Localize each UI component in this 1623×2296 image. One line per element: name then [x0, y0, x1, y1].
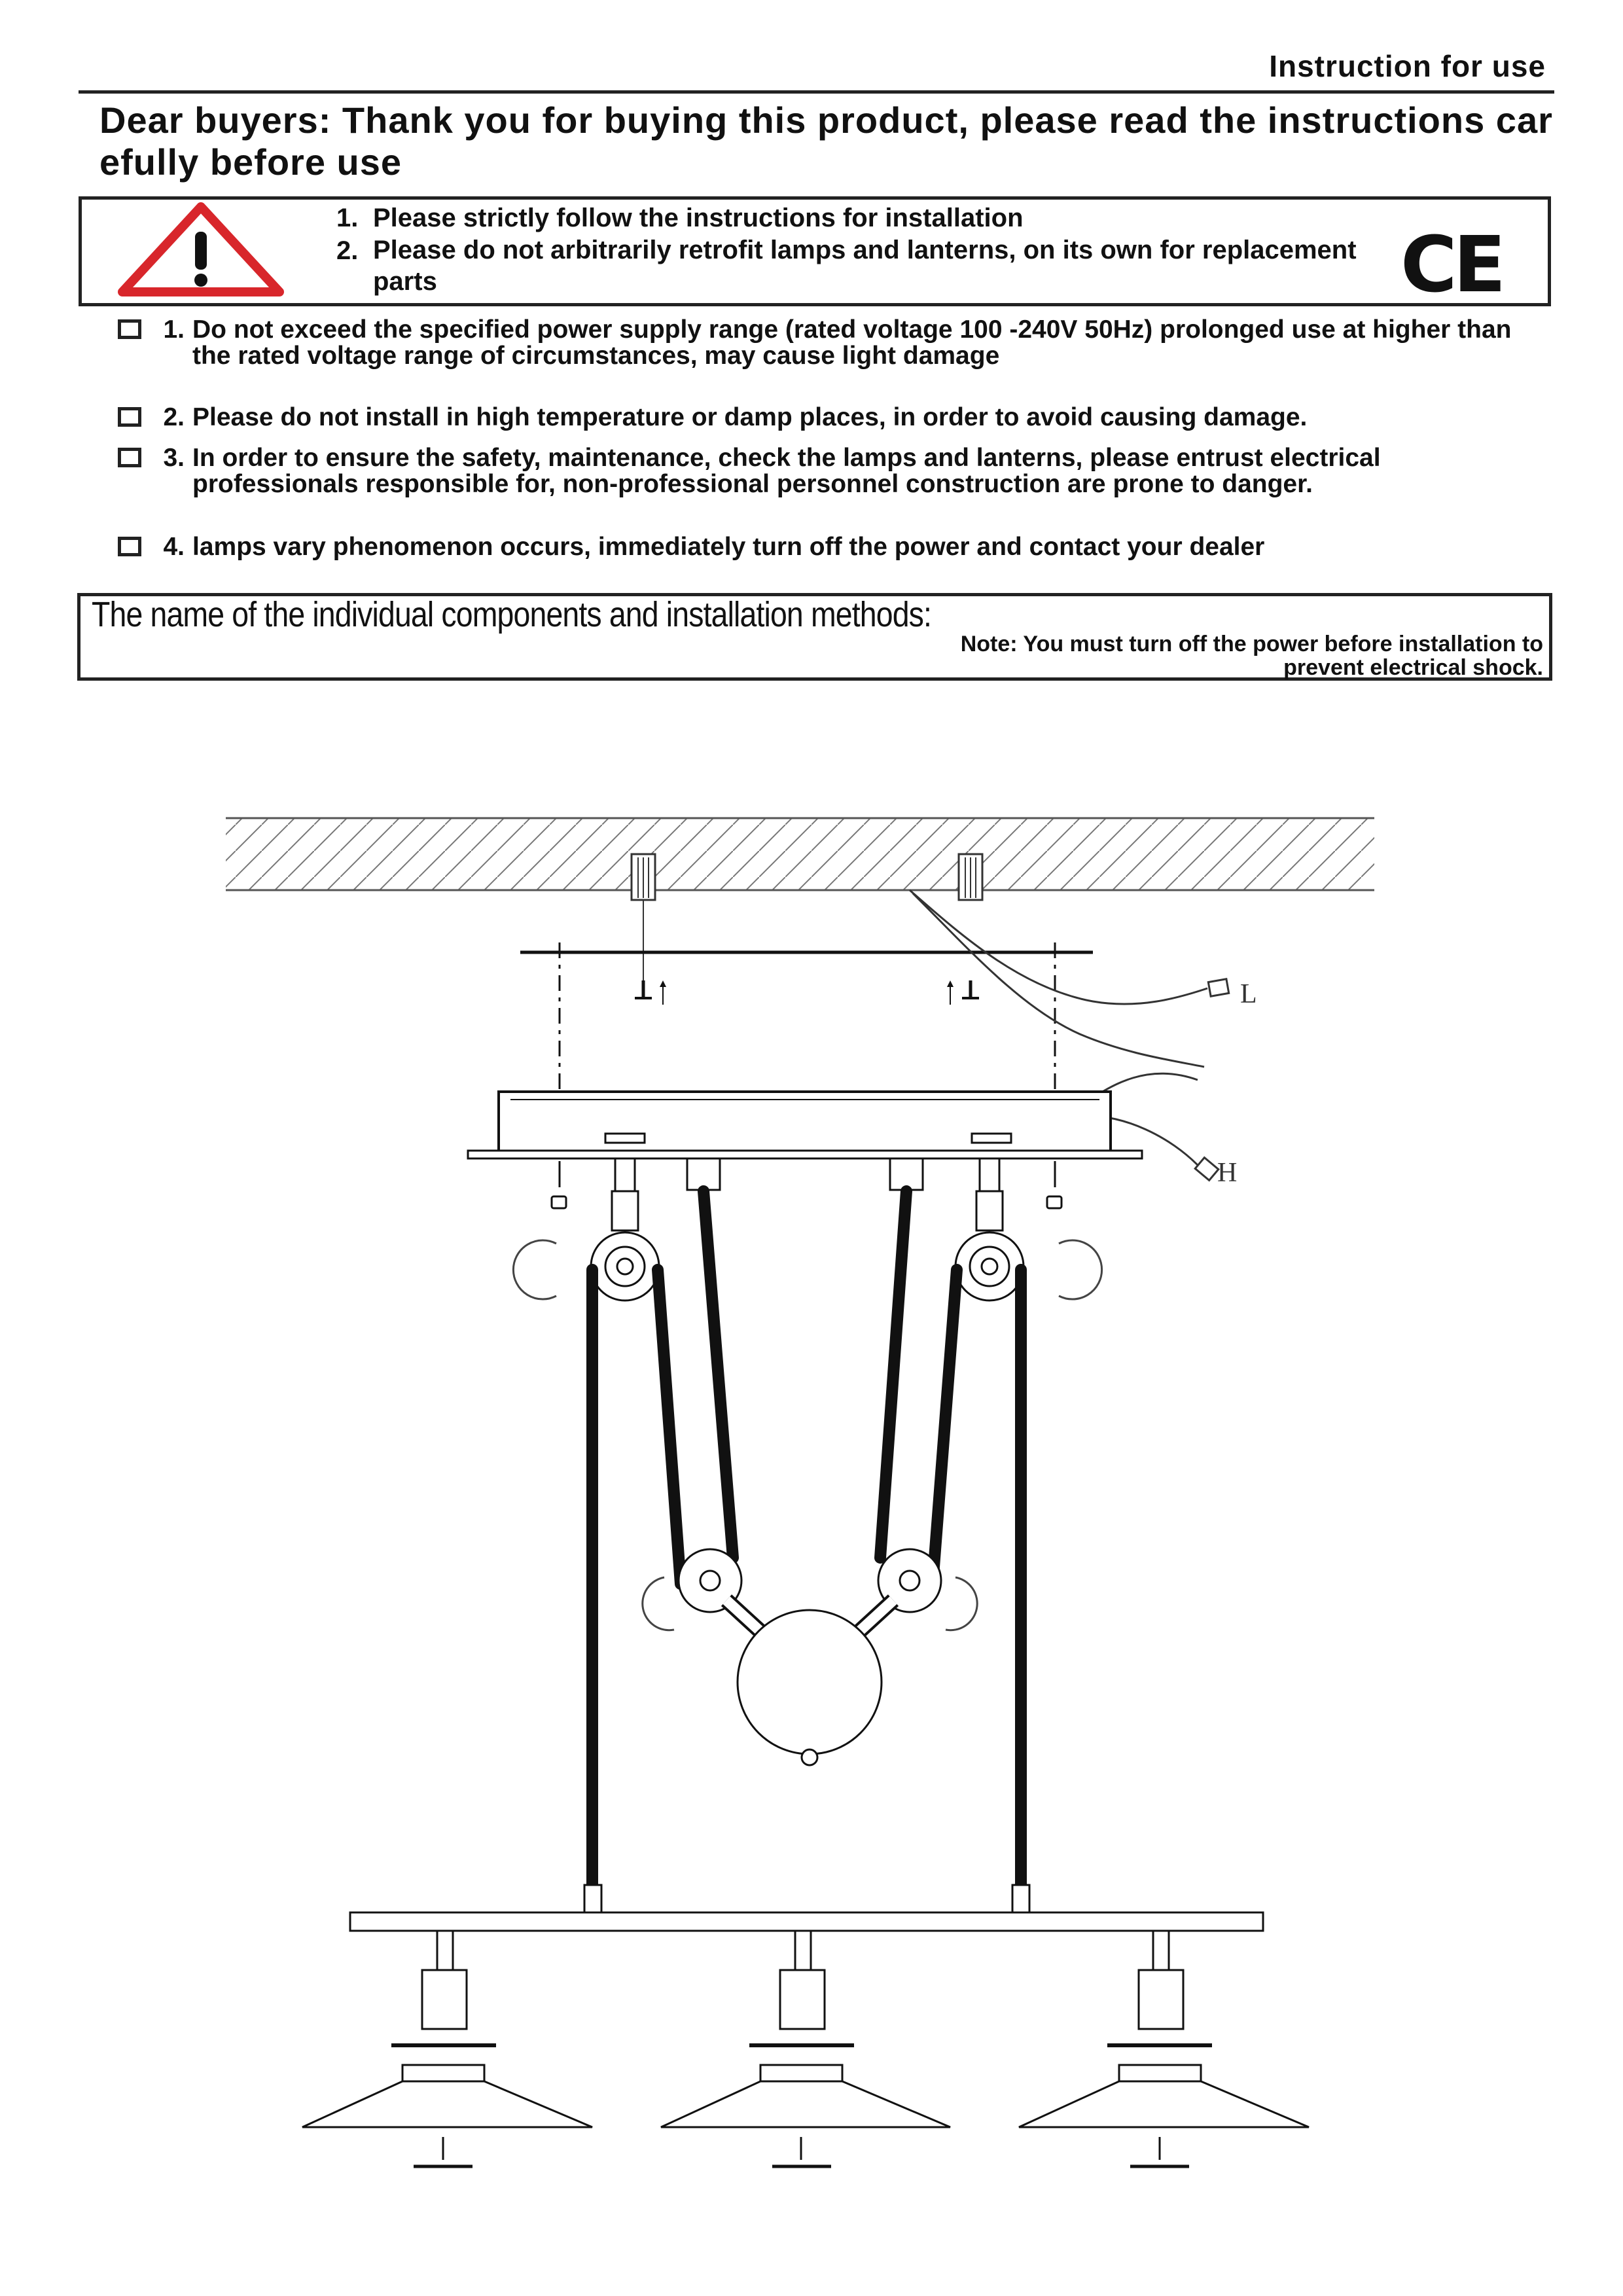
notice-number: 3.	[163, 444, 185, 472]
checkbox-icon	[118, 448, 141, 467]
pulley-icon	[877, 1548, 978, 1632]
header-divider	[79, 90, 1554, 94]
lamp-shade-icon	[1018, 1929, 1310, 2168]
checkbox-icon	[118, 407, 141, 427]
screw-icon	[1046, 1165, 1063, 1210]
counterweight-ball-icon	[721, 1594, 899, 1767]
document-title: Instruction for use	[1269, 49, 1546, 83]
wall-anchor-icon	[957, 853, 984, 901]
notice-number: 4.	[163, 533, 185, 561]
components-header-box	[77, 593, 1552, 681]
screw-icon	[550, 1165, 567, 1210]
wall-anchor-icon	[630, 853, 656, 982]
warning-item-text: Please do not arbitrarily retrofit lamps…	[373, 236, 1357, 296]
notice-item: 3. In order to ensure the safety, mainte…	[118, 445, 1525, 497]
notice-item: 4. lamps vary phenomenon occurs, immedia…	[118, 534, 1525, 560]
pulley-icon	[512, 1157, 660, 1302]
warning-item: 2. Please do not arbitrarily retrofit la…	[336, 234, 1357, 297]
installation-diagram: L H	[226, 817, 1374, 2168]
rod-holder-icon	[686, 1157, 924, 1191]
greeting-text: Dear buyers: Thank you for buying this p…	[99, 99, 1553, 183]
suspension-cable-icon	[586, 1185, 1027, 1891]
checkbox-icon	[118, 537, 141, 556]
ce-certification-mark: CE	[1400, 219, 1506, 310]
lamp-shade-icon	[302, 1929, 593, 2168]
screw-icon	[635, 980, 666, 1005]
warning-item-number: 1.	[336, 204, 359, 232]
notice-number: 1.	[163, 315, 185, 344]
notice-text: lamps vary phenomenon occurs, immediatel…	[192, 533, 1265, 561]
screw-icon	[947, 980, 979, 1005]
warning-triangle-icon	[118, 202, 284, 296]
canopy-icon	[467, 1090, 1143, 1160]
power-off-note: Note: You must turn off the power before…	[960, 632, 1543, 680]
notice-text: In order to ensure the safety, maintenan…	[192, 444, 1381, 498]
neutral-wire-label: H	[1217, 1158, 1237, 1188]
notice-item: 1. Do not exceed the specified power sup…	[118, 317, 1525, 369]
warning-item-text: Please strictly follow the instructions …	[373, 204, 1024, 232]
warning-list: 1. Please strictly follow the instructio…	[336, 202, 1357, 297]
pulley-icon	[954, 1157, 1103, 1302]
checkbox-icon	[118, 319, 141, 339]
wire-connector-icon	[1194, 977, 1230, 1182]
pulley-icon	[641, 1548, 743, 1632]
ceiling-icon	[226, 817, 1374, 891]
lamp-shade-icon	[660, 1929, 951, 2168]
notice-text: Do not exceed the specified power supply…	[192, 315, 1512, 370]
components-title: The name of the individual components an…	[92, 595, 932, 634]
notice-item: 2. Please do not install in high tempera…	[118, 404, 1525, 431]
warning-item: 1. Please strictly follow the instructio…	[336, 202, 1357, 234]
lamp-bar-icon	[349, 1911, 1264, 1932]
live-wire-label: L	[1240, 979, 1257, 1009]
notice-number: 2.	[163, 403, 185, 431]
cable-end-cap-icon	[583, 1884, 1031, 1914]
warning-item-number: 2.	[336, 236, 359, 265]
notice-text: Please do not install in high temperatur…	[192, 403, 1308, 431]
safety-warning-box	[79, 196, 1551, 306]
